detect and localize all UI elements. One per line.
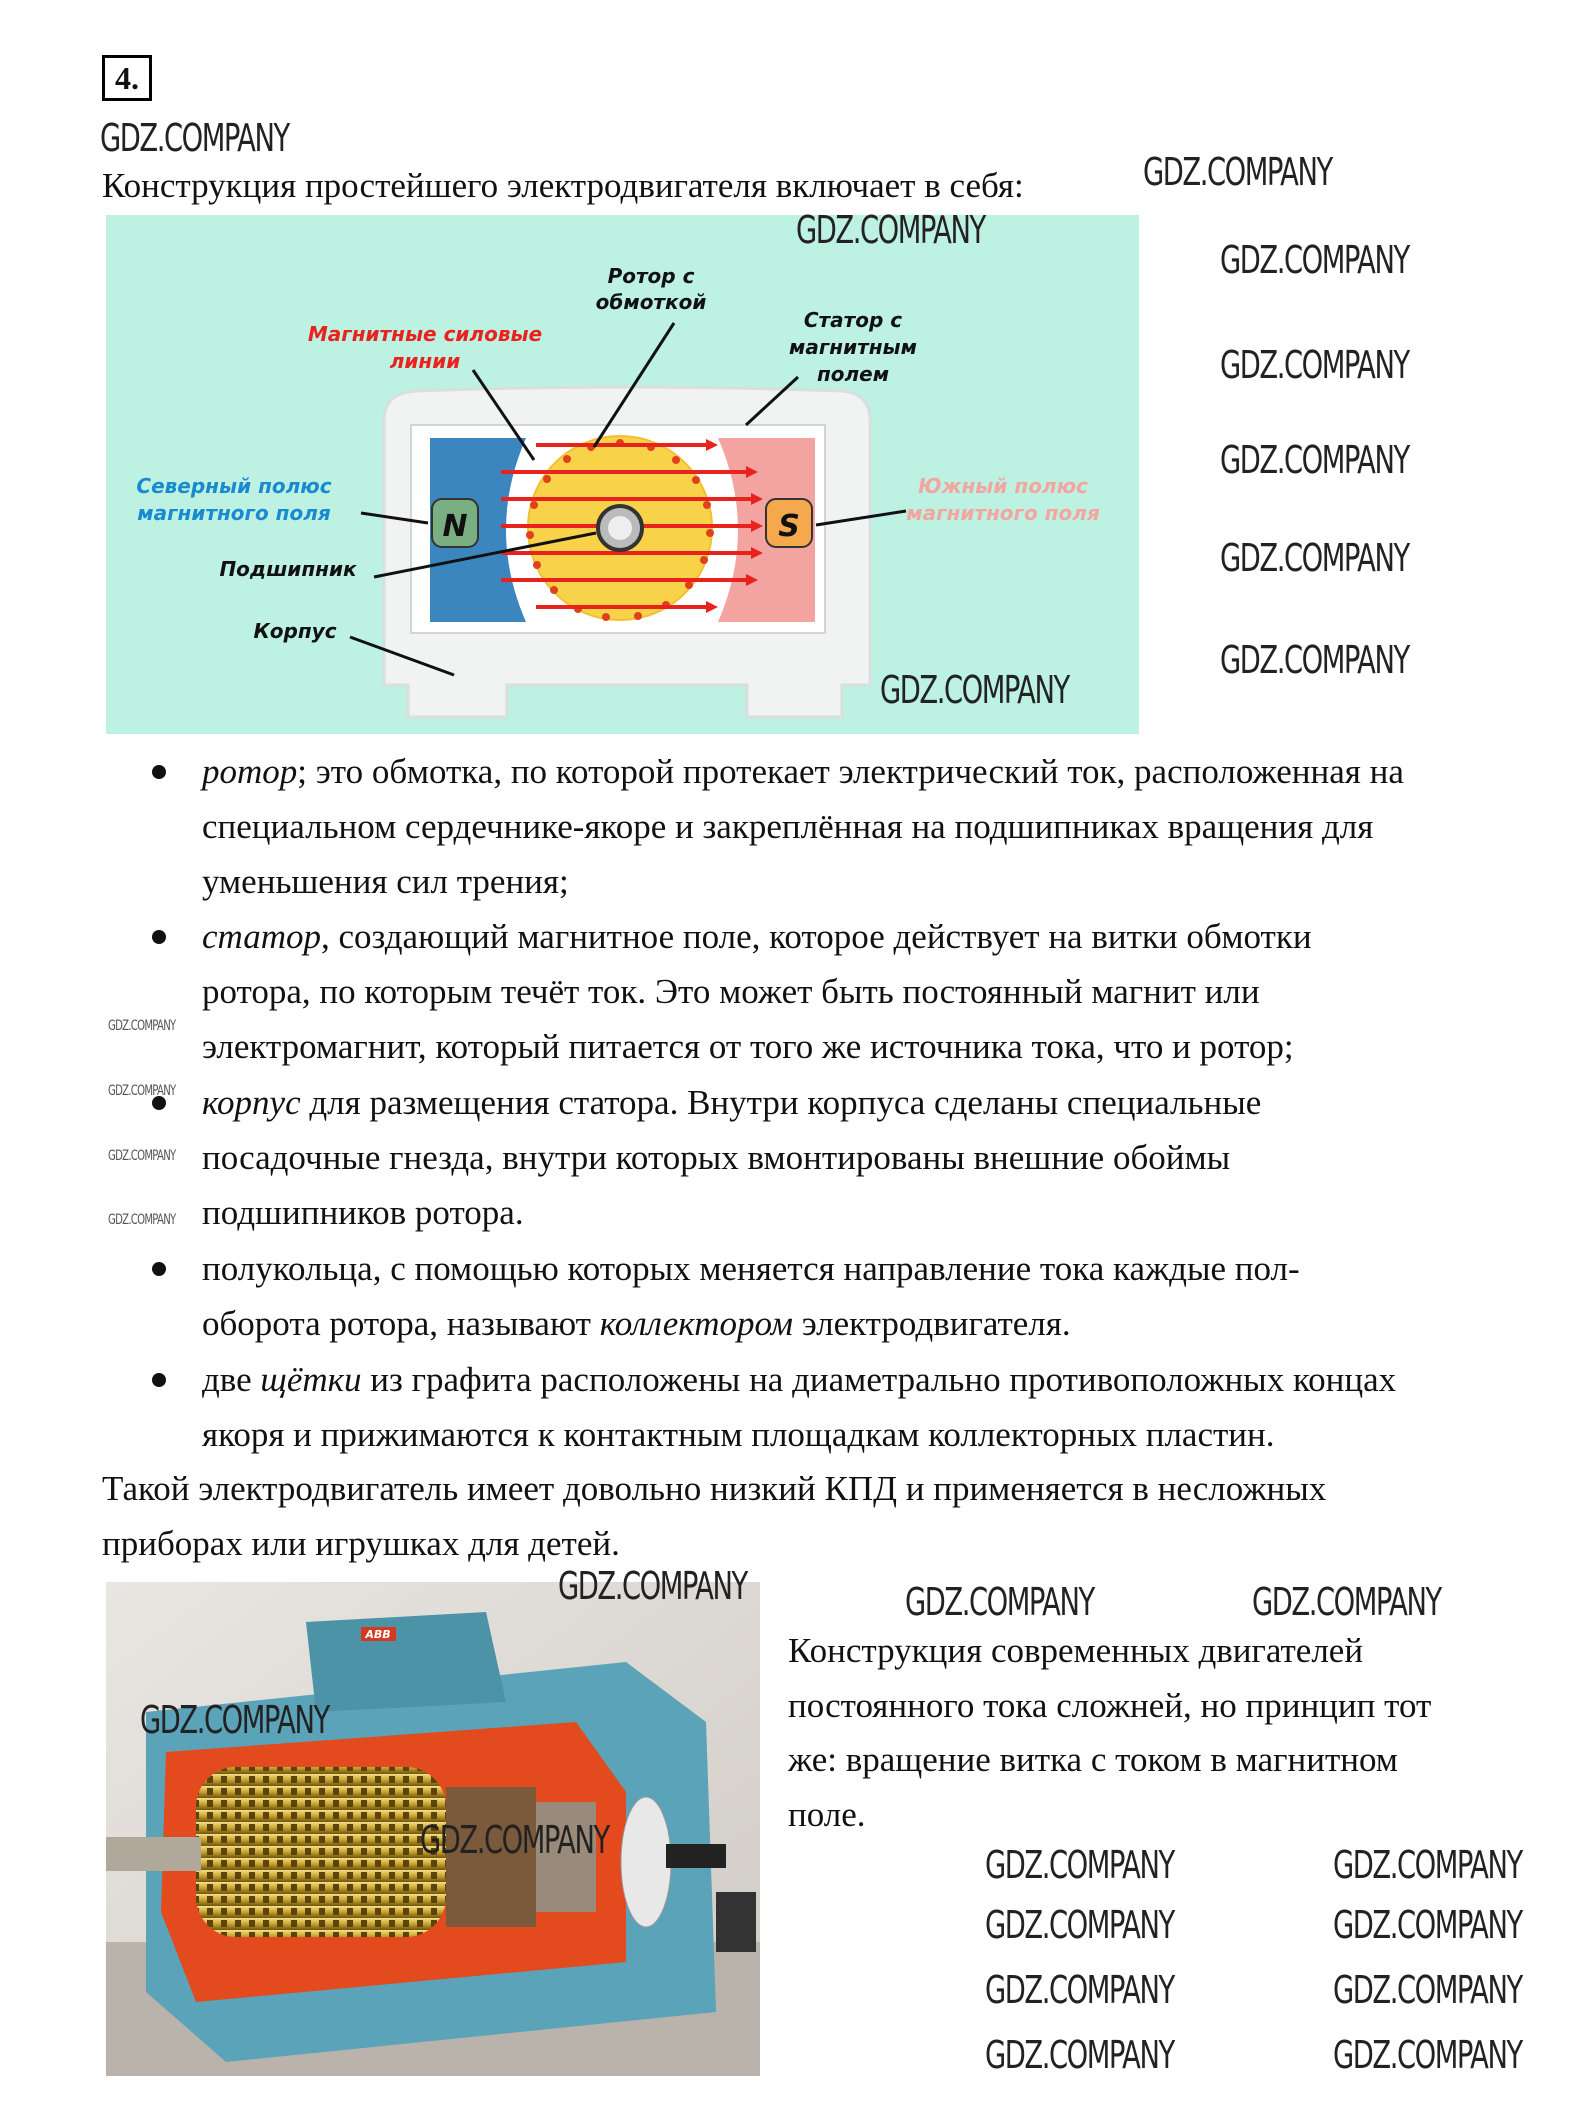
housing-label: Корпус: [253, 619, 336, 643]
watermark: GDZ.COMPANY: [108, 1212, 176, 1228]
side-text-line-1: Конструкция современных двигателей: [788, 1631, 1364, 1670]
abb-plate: [361, 1627, 396, 1641]
watermark: GDZ.COMPANY: [905, 1580, 1095, 1624]
armature: [196, 1767, 446, 1937]
bullet-brushes-line-2: якоря и прижимаются к контактным площадк…: [202, 1415, 1275, 1454]
bullet-rotor-line-1: ротор; это обмотка, по которой протекает…: [202, 752, 1404, 791]
watermark: GDZ.COMPANY: [1220, 343, 1410, 387]
conclusion-line-2: приборах или игрушках для детей.: [102, 1524, 620, 1563]
watermark: GDZ.COMPANY: [1143, 150, 1333, 194]
field-lines: [501, 443, 751, 609]
north-pole-letter: N: [442, 509, 467, 544]
bullet-dot: [152, 1262, 166, 1276]
motor-photo: ABB: [106, 1582, 760, 2076]
watermark: GDZ.COMPANY: [1220, 638, 1410, 682]
bullet-housing-line-2: посадочные гнезда, внутри которых вмонти…: [202, 1138, 1231, 1177]
watermark: GDZ.COMPANY: [985, 1968, 1175, 2012]
motor-diagram: N S Ротор с обмоткой Магнитные силовые л…: [106, 215, 1139, 734]
bullet-dot: [152, 930, 166, 944]
watermark: GDZ.COMPANY: [1220, 536, 1410, 580]
side-text-line-3: же: вращение витка с током в магнитном: [788, 1740, 1398, 1779]
stator-label-1: Статор с: [804, 308, 902, 332]
watermark: GDZ.COMPANY: [100, 116, 290, 160]
watermark: GDZ.COMPANY: [1333, 1903, 1523, 1947]
north-label-2: магнитного поля: [137, 501, 331, 525]
south-label-2: магнитного поля: [906, 501, 1100, 525]
north-label-1: Северный полюс: [136, 474, 331, 498]
side-text-line-2: постоянного тока сложней, но принцип тот: [788, 1686, 1432, 1725]
watermark: GDZ.COMPANY: [1220, 438, 1410, 482]
watermark: GDZ.COMPANY: [985, 1843, 1175, 1887]
bullet-brushes-line-1: две щётки из графита расположены на диам…: [202, 1360, 1397, 1399]
watermark: GDZ.COMPANY: [1220, 238, 1410, 282]
task-number: 4.: [102, 55, 152, 101]
bullet-dot: [152, 1096, 166, 1110]
bearing-label: Подшипник: [219, 557, 357, 581]
north-pole-box: [431, 498, 479, 548]
watermark: GDZ.COMPANY: [108, 1018, 176, 1034]
watermark: GDZ.COMPANY: [1252, 1580, 1442, 1624]
intro-text: Конструкция простейшего электродвигателя…: [102, 166, 1024, 205]
bullet-stator-line-3: электромагнит, который питается от того …: [202, 1027, 1294, 1066]
bullet-commutator-line-2: оборота ротора, называют коллектором эле…: [202, 1304, 1071, 1343]
bullet-housing-line-3: подшипников ротора.: [202, 1193, 524, 1232]
bullet-commutator-line-1: полукольца, с помощью которых меняется н…: [202, 1249, 1300, 1288]
field-lines-label-2: линии: [390, 349, 461, 373]
svg-text:ABB: ABB: [364, 1628, 390, 1641]
side-text-line-4: поле.: [788, 1795, 866, 1834]
watermark: GDZ.COMPANY: [1333, 1843, 1523, 1887]
stator-label-3: полем: [817, 362, 889, 386]
bullet-stator-line-1: статор, создающий магнитное поле, которо…: [202, 917, 1312, 956]
conclusion-line-1: Такой электродвигатель имеет довольно ни…: [102, 1469, 1327, 1508]
pointer-arrows: [349, 322, 907, 677]
field-lines-label-1: Магнитные силовые: [308, 322, 542, 346]
watermark: GDZ.COMPANY: [985, 2033, 1175, 2077]
watermark: GDZ.COMPANY: [1333, 1968, 1523, 2012]
stator-label-2: магнитным: [789, 335, 917, 359]
south-label-1: Южный полюс: [918, 474, 1088, 498]
south-pole-box: [765, 498, 813, 548]
bullet-dot: [152, 765, 166, 779]
bullet-rotor-line-3: уменьшения сил трения;: [202, 862, 569, 901]
bullet-rotor-line-2: специальном сердечнике-якоре и закреплён…: [202, 807, 1374, 846]
bullet-dot: [152, 1373, 166, 1387]
bullet-stator-line-2: ротора, по которым течёт ток. Это может …: [202, 972, 1260, 1011]
south-pole-letter: S: [778, 509, 800, 544]
watermark: GDZ.COMPANY: [108, 1148, 176, 1164]
rotor-label-2: обмоткой: [596, 290, 707, 314]
watermark: GDZ.COMPANY: [1333, 2033, 1523, 2077]
watermark: GDZ.COMPANY: [108, 1083, 176, 1099]
rotor-label-1: Ротор с: [608, 264, 695, 288]
watermark: GDZ.COMPANY: [985, 1903, 1175, 1947]
bullet-housing-line-1: корпус для размещения статора. Внутри ко…: [202, 1083, 1262, 1122]
